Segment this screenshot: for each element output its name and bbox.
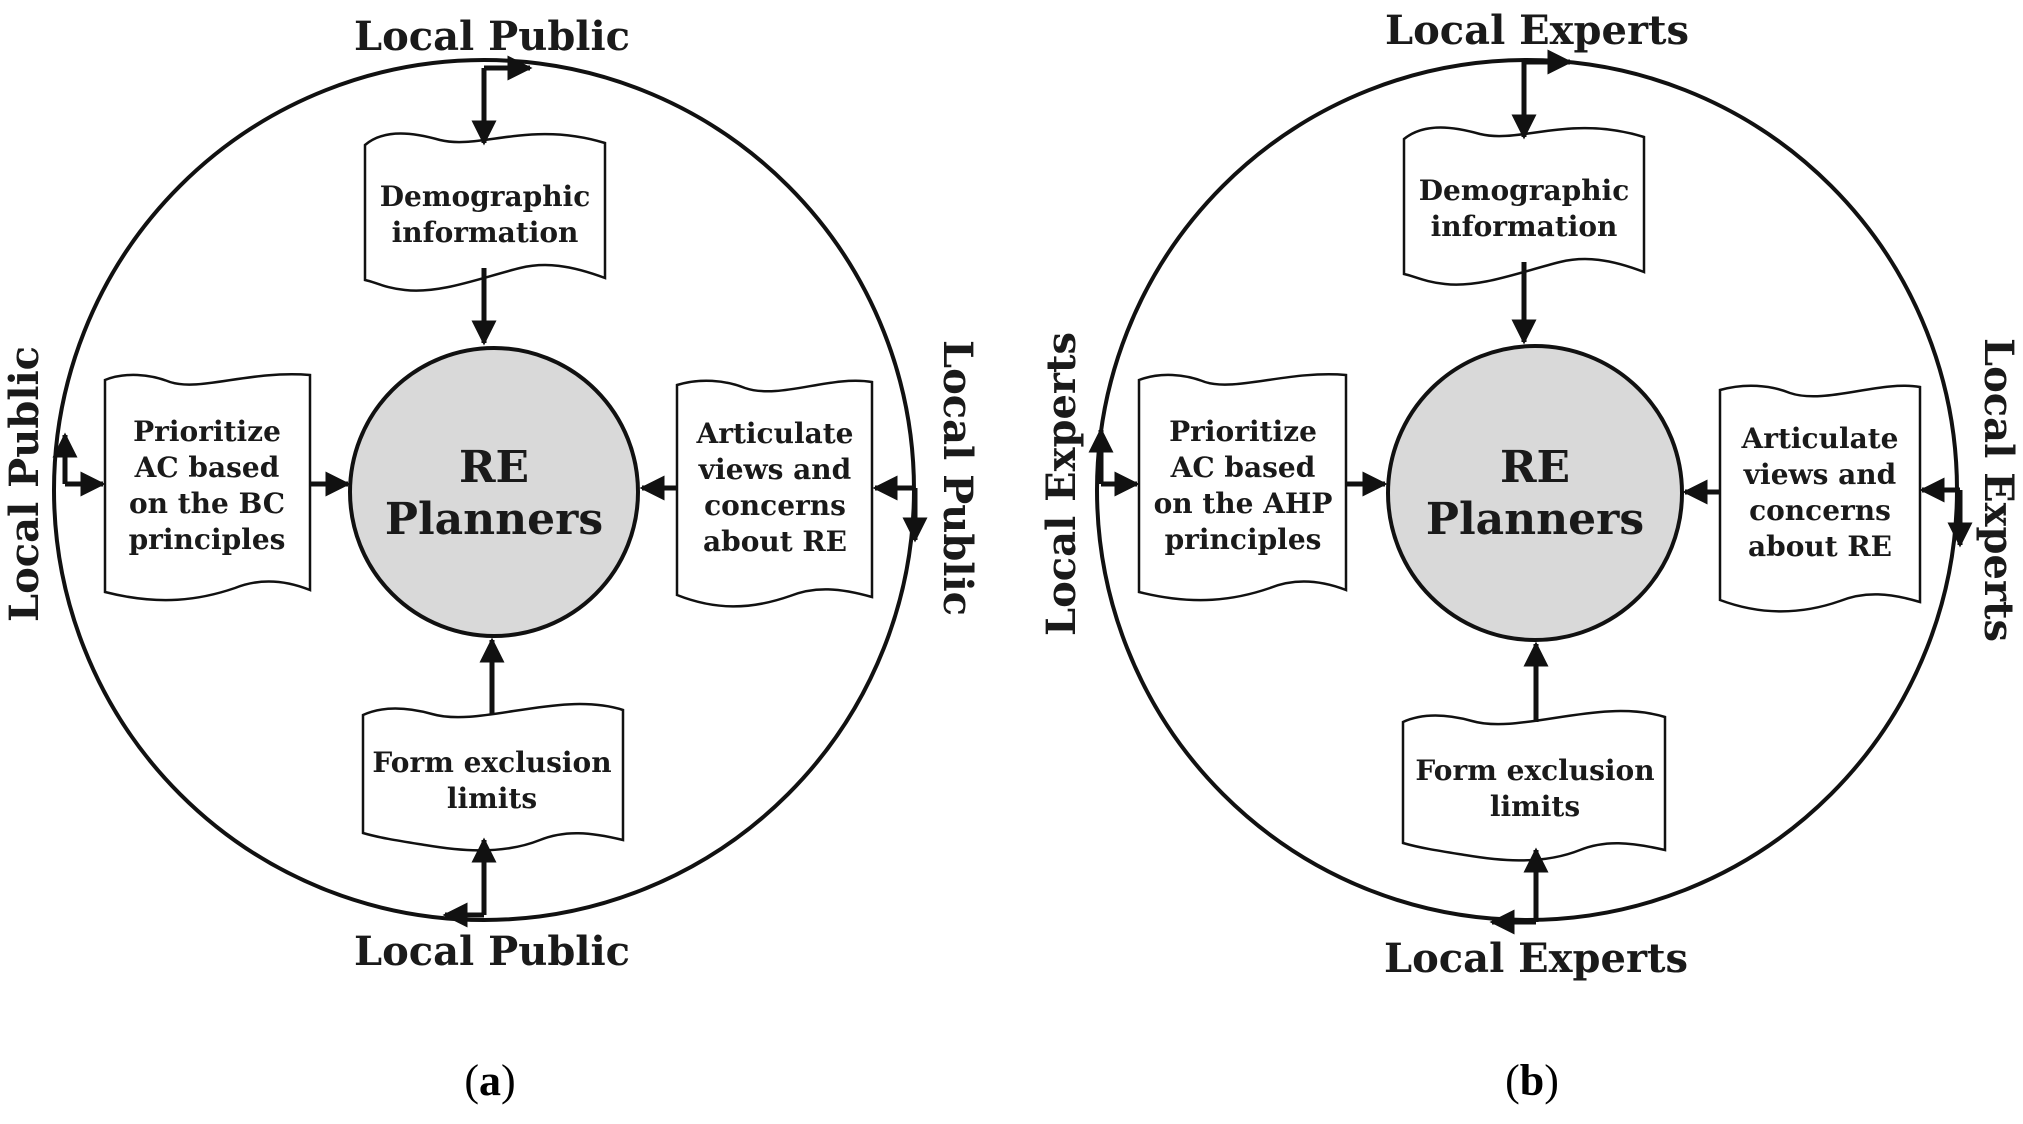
arrows bbox=[1088, 49, 1973, 935]
center-circle bbox=[1386, 344, 1684, 642]
outer-label-bottom: Local Public bbox=[354, 928, 630, 975]
outer-label-right: Local Experts bbox=[1975, 338, 2022, 642]
doc-shape-right bbox=[675, 379, 874, 608]
outer-label-top: Local Public bbox=[354, 13, 630, 60]
doc-shape-top bbox=[1402, 126, 1646, 286]
caption-a: (a) bbox=[464, 1056, 515, 1105]
doc-shape-bottom bbox=[361, 702, 625, 852]
caption-b: (b) bbox=[1505, 1056, 1559, 1105]
doc-shape-right bbox=[1718, 384, 1922, 613]
outer-label-top: Local Experts bbox=[1385, 7, 1689, 54]
doc-shape-bottom bbox=[1401, 709, 1667, 862]
outer-label-left: Local Experts bbox=[1038, 332, 1085, 636]
outer-label-bottom: Local Experts bbox=[1384, 935, 1688, 982]
outer-label-right: Local Public bbox=[934, 340, 981, 616]
doc-shape-top bbox=[363, 132, 607, 292]
outer-label-left: Local Public bbox=[1, 346, 48, 622]
arrows bbox=[52, 55, 928, 928]
